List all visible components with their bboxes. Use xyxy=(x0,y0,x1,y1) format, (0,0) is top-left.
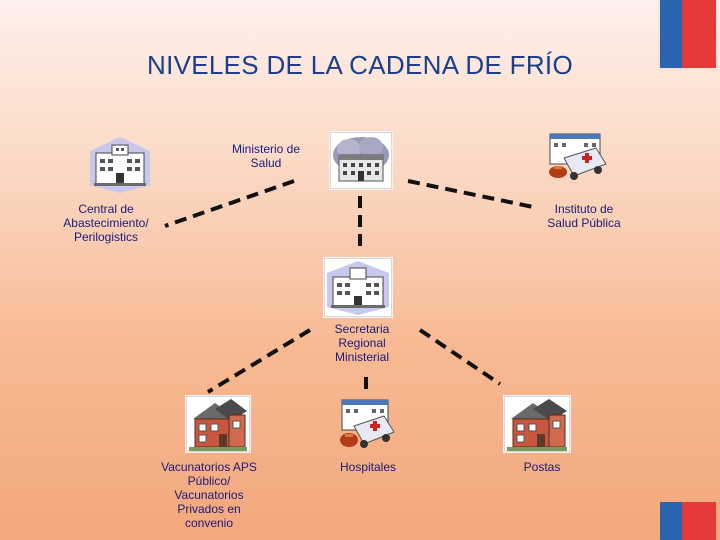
flag-blue-stripe xyxy=(660,0,683,68)
label-vacunatorios: Vacunatorios APS Público/ Vacunatorios P… xyxy=(161,460,257,530)
chile-flag-decoration-top xyxy=(660,0,716,68)
house-icon xyxy=(186,396,250,452)
label-instituto: Instituto de Salud Pública xyxy=(547,202,621,230)
house-icon xyxy=(504,396,570,452)
connector-ministerio-instituto xyxy=(407,179,539,210)
connector-ministerio-central xyxy=(164,179,295,228)
connector-seremi-postas xyxy=(418,328,502,386)
label-central-abastecimiento: Central de Abastecimiento/ Perilogistics xyxy=(63,202,149,244)
hospital-ambulance-icon xyxy=(544,130,608,184)
label-hospitales: Hospitales xyxy=(339,460,397,474)
chile-flag-decoration-bottom xyxy=(660,502,716,540)
flag-red-stripe xyxy=(682,502,716,540)
label-postas: Postas xyxy=(523,460,561,474)
label-ministerio: Ministerio de Salud xyxy=(231,142,301,170)
office-building-icon xyxy=(324,258,392,317)
slide-title: NIVELES DE LA CADENA DE FRÍO xyxy=(147,50,573,80)
office-building-icon xyxy=(90,137,150,193)
building-cloud-icon xyxy=(330,132,392,189)
label-seremi: Secretaria Regional Ministerial xyxy=(334,322,390,364)
connector-seremi-vacunatorios xyxy=(206,328,312,394)
flag-red-stripe xyxy=(682,0,716,68)
hospital-ambulance-icon xyxy=(336,396,396,454)
flag-blue-stripe xyxy=(660,502,683,540)
